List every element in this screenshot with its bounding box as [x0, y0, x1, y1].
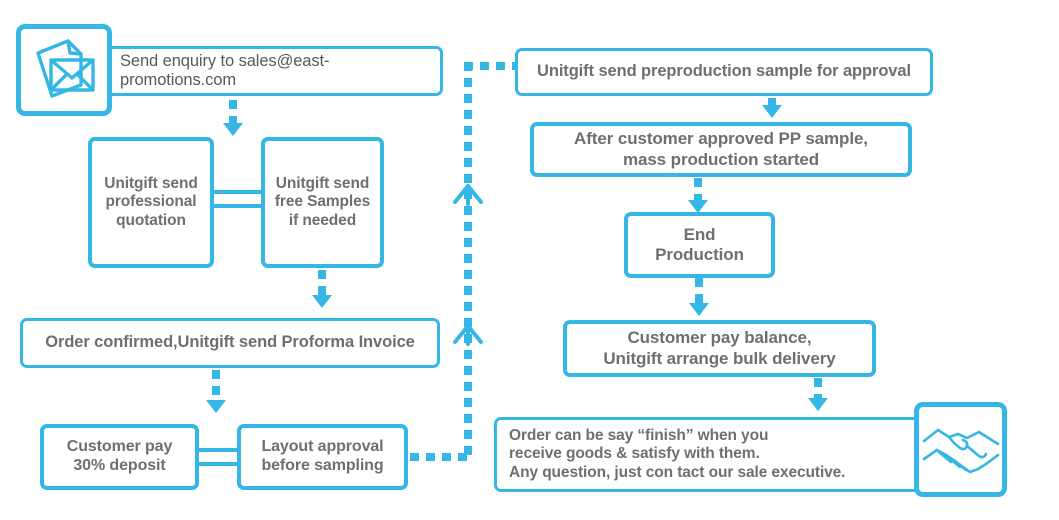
connector-enquiry-stem — [229, 100, 237, 108]
arrow-enquiry-to-quotation — [223, 123, 243, 136]
node-mass-production[interactable]: After customer approved PP sample, mass … — [530, 122, 912, 177]
node-preproduction-sample-label: Unitgift send preproduction sample for a… — [537, 62, 911, 81]
node-send-enquiry-label: Send enquiry to sales@east-promotions.co… — [120, 51, 330, 89]
connector-mass-production-dash — [694, 178, 702, 202]
arrow-order-confirmed-to-deposit — [206, 400, 226, 413]
node-unitgift-send-quotation[interactable]: Unitgift send professional quotation — [88, 137, 214, 268]
connector-deposit-to-layout — [195, 448, 243, 466]
node-balance-delivery[interactable]: Customer pay balance, Unitgift arrange b… — [563, 320, 876, 377]
node-preproduction-sample[interactable]: Unitgift send preproduction sample for a… — [515, 48, 933, 96]
arrow-mass-production-to-end-production — [688, 200, 708, 213]
node-customer-pay-deposit-label: Customer pay 30% deposit — [66, 438, 173, 474]
arrow-preproduction-to-mass-production — [762, 105, 782, 118]
node-unitgift-send-free-samples[interactable]: Unitgift send free Samples if needed — [261, 137, 384, 268]
node-order-confirmed-label: Order confirmed,Unitgift send Proforma I… — [45, 333, 415, 352]
arrow-balance-to-finish — [808, 398, 828, 411]
node-customer-pay-deposit[interactable]: Customer pay 30% deposit — [40, 424, 199, 490]
connector-quotation-to-samples — [210, 190, 266, 208]
node-unitgift-send-free-samples-label: Unitgift send free Samples if needed — [274, 175, 371, 229]
node-end-production[interactable]: End Production — [624, 212, 775, 278]
node-unitgift-send-quotation-label: Unitgift send professional quotation — [104, 175, 198, 229]
chevron-up-icon-upper — [452, 180, 484, 206]
connector-bridge-top — [464, 62, 520, 70]
arrow-end-production-to-balance — [689, 303, 709, 316]
connector-samples-dash — [318, 270, 326, 296]
connector-balance-dash — [814, 378, 822, 400]
arrow-samples-to-order-confirmed — [312, 295, 332, 308]
connector-enquiry-dash — [229, 100, 237, 124]
node-end-production-label: End Production — [655, 224, 744, 264]
node-order-confirmed[interactable]: Order confirmed,Unitgift send Proforma I… — [20, 318, 440, 368]
connector-order-confirmed-dash — [212, 370, 220, 402]
node-mass-production-label: After customer approved PP sample, mass … — [574, 129, 868, 169]
connector-end-production-dash — [695, 278, 703, 304]
node-order-finish-note[interactable]: Order can be say “finish” when you recei… — [494, 417, 942, 492]
handshake-icon — [914, 402, 1007, 497]
node-send-enquiry[interactable]: Send enquiry to sales@east-promotions.co… — [105, 46, 443, 96]
connector-bridge-vertical — [464, 62, 472, 457]
chevron-up-icon-lower — [452, 320, 484, 346]
connector-bridge-bottom — [410, 453, 472, 461]
node-layout-approval[interactable]: Layout approval before sampling — [237, 424, 408, 490]
connector-preproduction-stem — [768, 98, 776, 106]
node-order-finish-note-label: Order can be say “finish” when you recei… — [509, 427, 846, 481]
mail-document-icon — [16, 24, 112, 116]
node-balance-delivery-label: Customer pay balance, Unitgift arrange b… — [603, 328, 836, 368]
node-layout-approval-label: Layout approval before sampling — [261, 438, 384, 474]
